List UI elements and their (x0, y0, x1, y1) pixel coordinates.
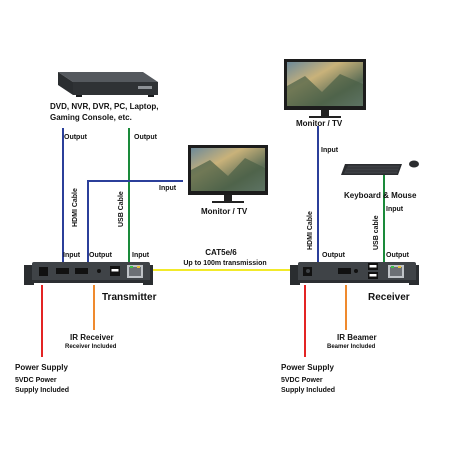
monitor-icon (188, 145, 268, 203)
power-rx-label: Power Supply (281, 363, 334, 372)
monitor-icon (284, 59, 366, 118)
output-label-rx-hdmi: Output (322, 252, 346, 259)
output-label-src-hdmi: Output (64, 134, 88, 141)
output-label-rx-usb: Output (386, 252, 410, 259)
receiver-icon (290, 262, 419, 285)
input-label-monitor-tx: Input (159, 185, 177, 192)
output-label-src-usb: Output (134, 134, 158, 141)
input-label-monitor-rx: Input (321, 147, 339, 154)
usb-cable-tx-label: USB Cable (118, 191, 125, 227)
power-tx-sub-label-1: 5VDC Power (15, 377, 57, 384)
ir-beamer-sub-label: Beamer Included (327, 344, 376, 350)
hdmi-cable-rx-label: HDMI Cable (307, 211, 314, 250)
cat-cable-label: CAT5e/6 (205, 248, 237, 257)
receiver-label: Receiver (368, 292, 410, 303)
usb-cable-rx-label: USB cable (373, 215, 380, 250)
mouse-icon (409, 160, 419, 168)
output-label-tx-usb: Output (89, 252, 113, 259)
ir-beamer-label: IR Beamer (337, 333, 377, 342)
hdmi-cable-tx-label: HDMI Cable (72, 188, 79, 227)
input-label-kb: Input (386, 206, 404, 213)
power-rx-sub-label-2: Supply Included (281, 387, 335, 394)
monitor-tx-label: Monitor / TV (201, 207, 248, 216)
transmitter-label: Transmitter (102, 292, 157, 303)
ir-receiver-sub-label: Receiver Included (65, 344, 117, 350)
sources-label: DVD, NVR, DVR, PC, Laptop, (50, 102, 158, 111)
input-label-tx-hdmi: Input (63, 252, 81, 259)
sources-label-line2: Gaming Console, etc. (50, 113, 132, 122)
transmitter-icon (24, 262, 153, 285)
cat-cable-sub-label: Up to 100m transmission (183, 260, 266, 267)
power-tx-sub-label-2: Supply Included (15, 387, 69, 394)
keyboard-mouse-label: Keyboard & Mouse (344, 191, 417, 200)
power-tx-label: Power Supply (15, 363, 68, 372)
hdmi-tx-to-monitor-line (87, 180, 183, 262)
input-label-tx-rj: Input (132, 252, 150, 259)
keyboard-icon (341, 164, 402, 175)
dvr-box-icon (58, 72, 158, 97)
power-rx-sub-label-1: 5VDC Power (281, 377, 323, 384)
ir-receiver-label: IR Receiver (70, 333, 114, 342)
monitor-rx-label: Monitor / TV (296, 119, 343, 128)
